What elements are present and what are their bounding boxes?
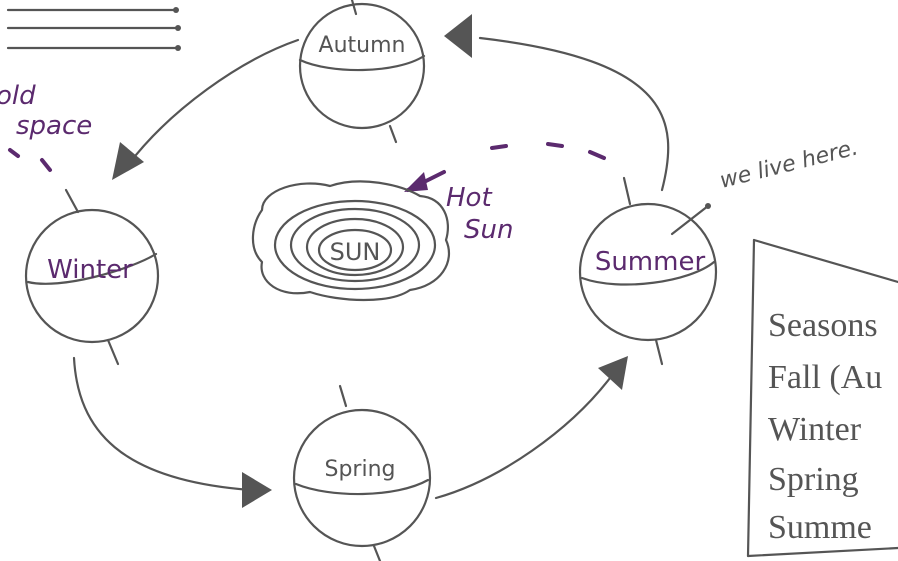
- corner-lines: [6, 7, 181, 51]
- sun-label: SUN: [330, 238, 381, 266]
- arrow-winter-to-spring: [72, 356, 252, 492]
- arrow-winter-to-spring-head: [242, 472, 272, 508]
- sun: SUN: [251, 180, 451, 302]
- heat-arc: [404, 142, 606, 192]
- globe-summer-label: Summer: [595, 247, 706, 277]
- live-here-annotation: we live here.: [670, 135, 861, 236]
- globe-autumn-label: Autumn: [319, 33, 406, 58]
- hot-sun-line-1: Hot: [446, 183, 492, 213]
- globe-winter-label: Winter: [47, 255, 133, 285]
- cold-space-line-2: space: [16, 111, 92, 141]
- arrow-summer-to-autumn: [478, 36, 670, 192]
- arrow-autumn-to-winter: [126, 38, 300, 167]
- arrow-autumn-to-winter-head: [112, 142, 144, 180]
- arrow-summer-to-autumn-head: [444, 14, 472, 58]
- notes-line-5: Summe: [768, 509, 872, 546]
- arrow-spring-to-summer: [434, 376, 612, 500]
- globe-spring-label: Spring: [325, 457, 396, 482]
- cold-space-line-1: old: [0, 81, 36, 111]
- hot-sun-line-2: Sun: [464, 215, 513, 245]
- hot-sun-annotation: Hot Sun: [446, 183, 513, 245]
- orbit-arrows: [72, 14, 670, 508]
- globe-autumn: Autumn: [298, 0, 426, 144]
- notes-line-4: Spring: [768, 461, 859, 498]
- arrow-spring-to-summer-head: [598, 356, 628, 390]
- globe-summer: Summer: [578, 176, 718, 366]
- globe-spring: Spring: [292, 384, 432, 561]
- live-here-label: we live here.: [717, 135, 860, 193]
- globe-winter: Winter: [24, 188, 160, 366]
- notes-line-2: Fall (Au: [768, 359, 882, 396]
- cold-space-annotation: old space: [0, 81, 92, 172]
- notes-line-3: Winter: [768, 411, 862, 448]
- notes-line-1: Seasons: [768, 307, 878, 344]
- notes-card: Seasons Fall (Au Winter Spring Summe: [746, 238, 898, 558]
